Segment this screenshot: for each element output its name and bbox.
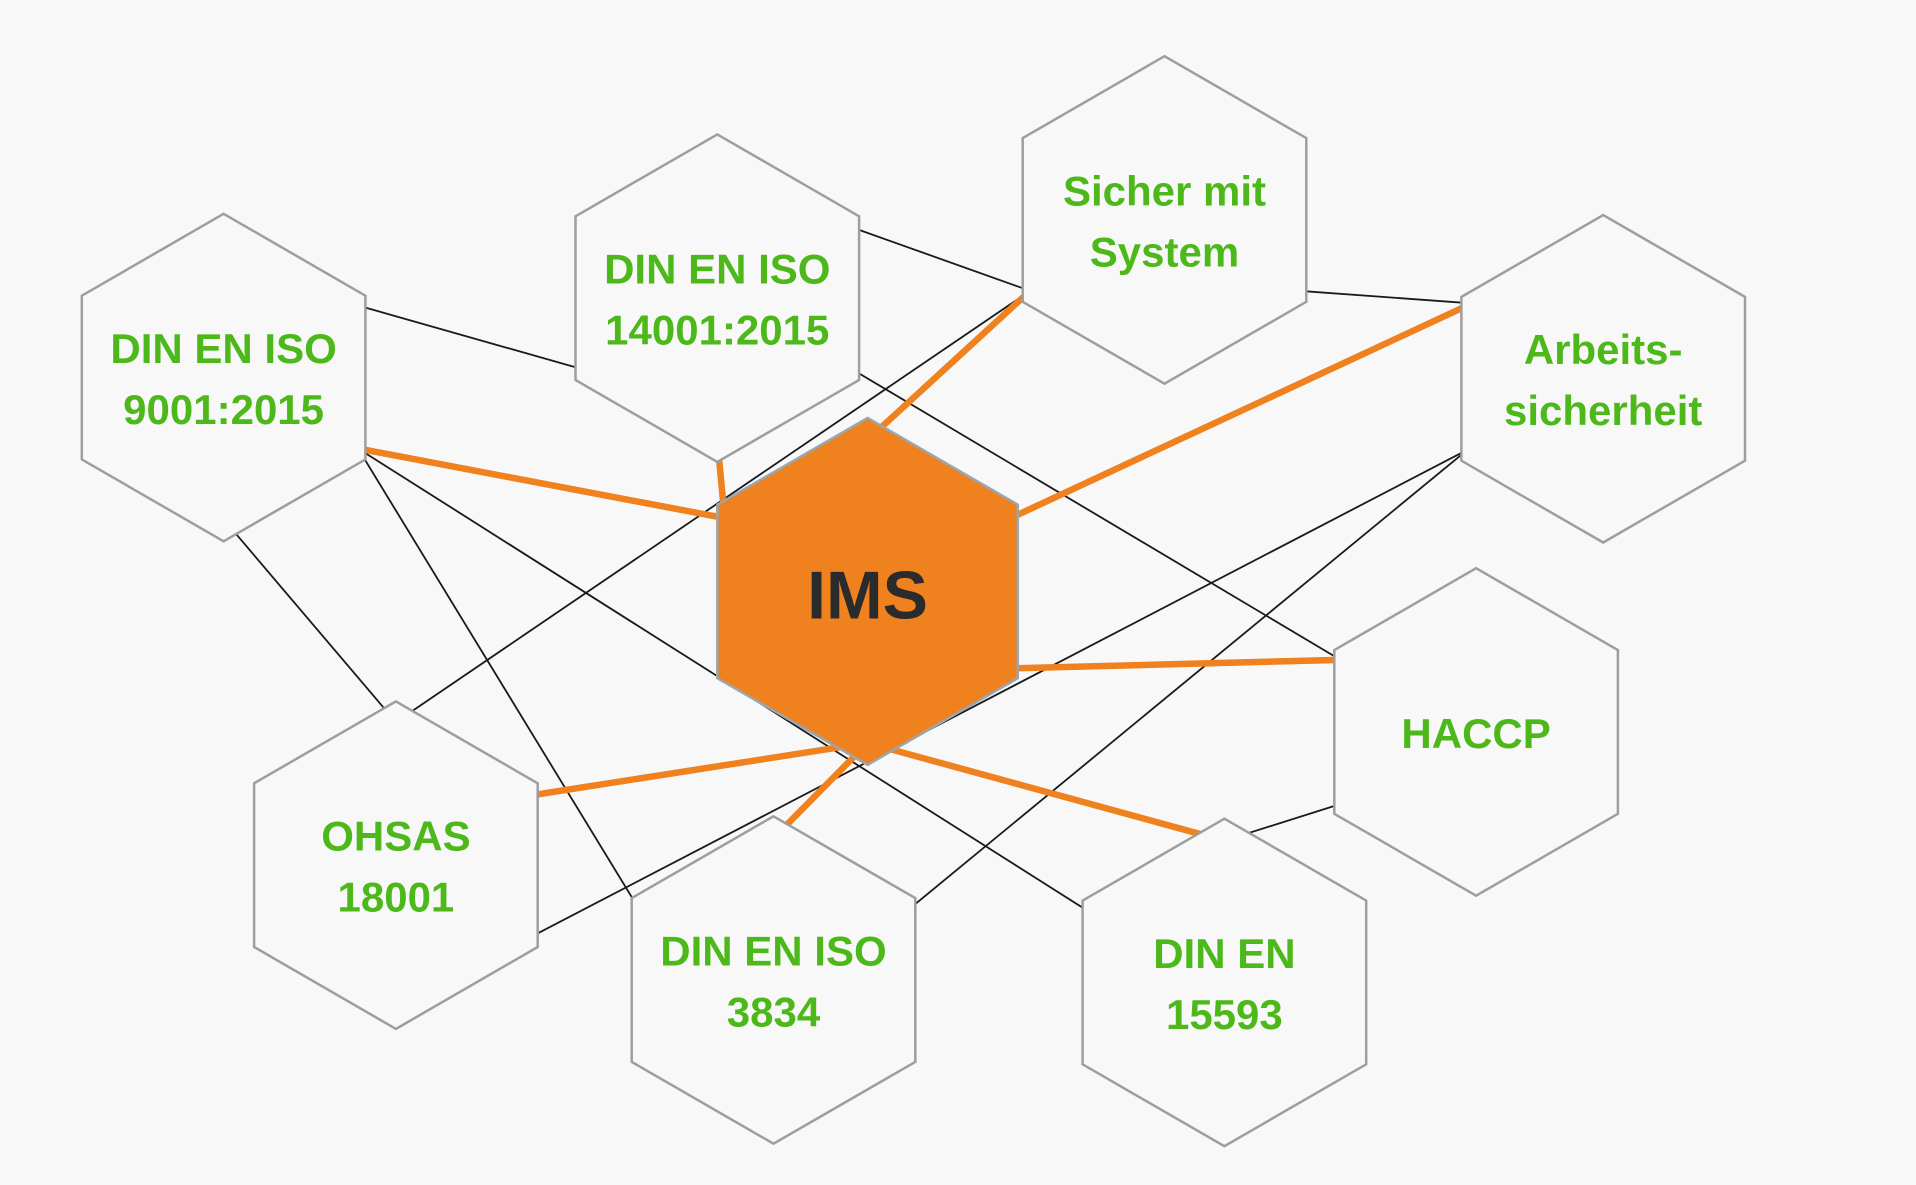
thin-connector-4 — [222, 518, 397, 723]
node-label-din15593-line-2: 15593 — [1166, 991, 1283, 1038]
node-iso9001: DIN EN ISO 9001:2015 — [80, 212, 367, 543]
node-ims-center: IMS — [716, 416, 1020, 767]
thin-connector-1 — [357, 304, 582, 370]
ims-connector-6 — [864, 739, 1228, 844]
node-iso3834: DIN EN ISO 3834 — [630, 814, 917, 1146]
node-arbeit: Arbeits-sicherheit — [1460, 213, 1747, 544]
thin-connector-8 — [395, 290, 1031, 723]
node-label-iso3834-line-1: DIN EN ISO — [660, 927, 886, 974]
hexagon-ohsas — [252, 699, 539, 1031]
ims-connectors — [354, 287, 1471, 844]
hexagon-sicher — [1021, 54, 1308, 386]
ims-connector-5 — [1007, 656, 1344, 672]
hexagon-iso9001 — [80, 212, 367, 543]
thin-connector-10 — [908, 448, 1469, 910]
node-label-iso9001-line-2: 9001:2015 — [123, 386, 324, 433]
node-iso14001: DIN EN ISO 14001:2015 — [574, 132, 861, 464]
thin-connector-9 — [529, 448, 1468, 939]
node-haccp: HACCP — [1333, 566, 1620, 898]
node-label-sicher-line-1: Sicher mit — [1063, 167, 1266, 214]
thin-connector-2 — [851, 226, 1031, 292]
node-label-arbeit-line-2: sicherheit — [1504, 387, 1702, 434]
hexagon-arbeit — [1460, 213, 1747, 544]
hexagon-iso14001 — [574, 132, 861, 464]
thin-connector-5 — [357, 447, 640, 910]
node-label-ohsas-line-1: OHSAS — [321, 812, 470, 859]
hexagon-ims — [716, 416, 1020, 767]
ims-connector-7 — [527, 739, 871, 799]
thin-connector-3 — [1298, 289, 1468, 304]
node-label-arbeit-line-1: Arbeits- — [1524, 326, 1683, 373]
center-label: IMS — [807, 557, 928, 633]
node-label-din15593-line-1: DIN EN — [1153, 930, 1295, 977]
node-ohsas: OHSAS 18001 — [252, 699, 539, 1031]
ims-connector-4 — [1007, 302, 1471, 522]
node-label-sicher-line-2: System — [1090, 228, 1239, 275]
node-label-ohsas-line-2: 18001 — [338, 874, 455, 921]
hexagon-iso3834 — [630, 814, 917, 1146]
node-din15593: DIN EN 15593 — [1081, 817, 1368, 1148]
ims-connector-1 — [354, 445, 728, 522]
node-label-haccp-line-1: HACCP — [1401, 710, 1550, 757]
node-label-iso14001-line-2: 14001:2015 — [605, 307, 829, 354]
node-label-iso9001-line-1: DIN EN ISO — [110, 325, 336, 372]
thin-connector-7 — [851, 368, 1341, 661]
node-label-iso3834-line-2: 3834 — [727, 988, 821, 1035]
hexagon-haccp — [1333, 566, 1620, 898]
ims-connector-8 — [770, 739, 871, 842]
hexagon-din15593 — [1081, 817, 1368, 1148]
node-label-iso14001-line-1: DIN EN ISO — [604, 245, 830, 292]
ims-connector-3 — [864, 287, 1034, 444]
